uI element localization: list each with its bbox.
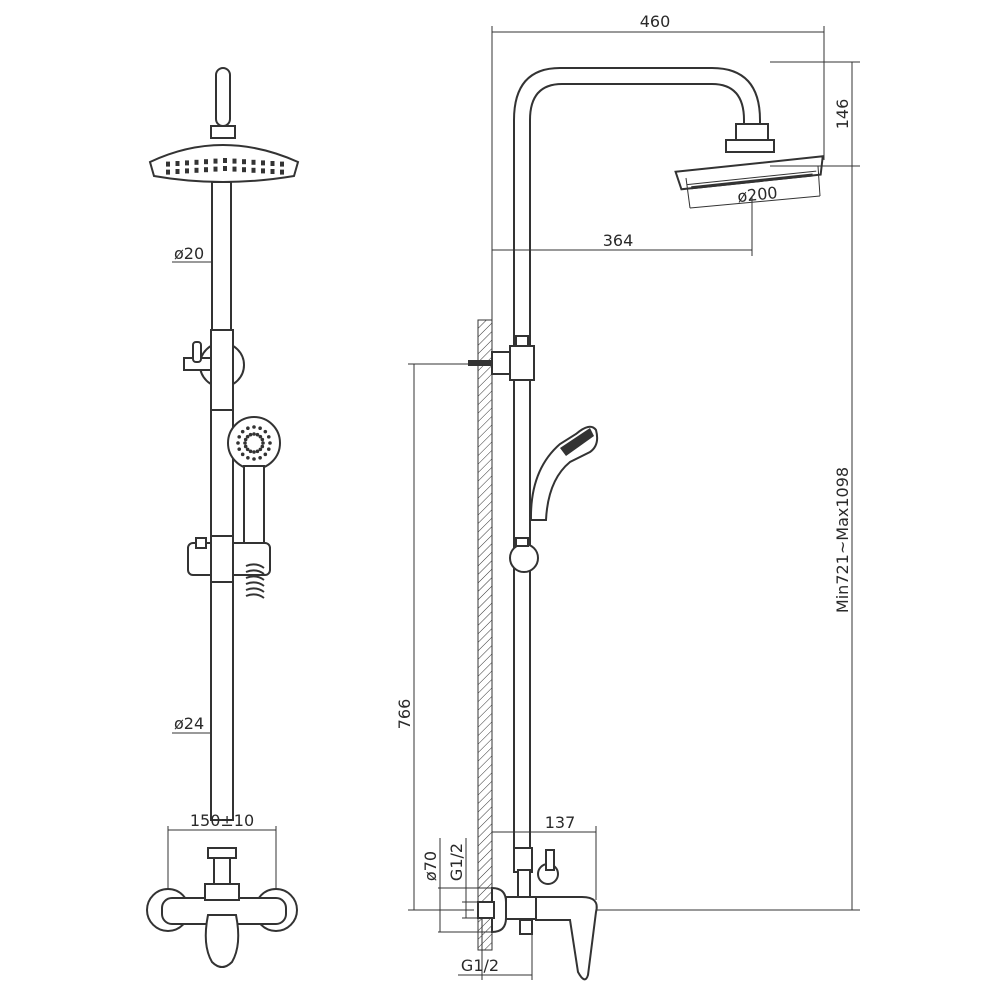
slider-neck-side [515,537,529,547]
dim-mixer-projection: 137 [492,813,597,900]
dim-inlet-diameter: ø70 [421,838,492,933]
inlet-eccentric [477,901,495,919]
dim-bracket-height: 766 [395,363,474,911]
dim-pipe-lower: ø24 [172,714,211,734]
dim-head-diameter: ø200 [685,165,821,209]
dim-head-diameter-label: ø200 [736,183,778,206]
side-lower-riser [513,339,531,851]
dim-mixer-centers-label: 150±10 [190,811,254,830]
side-head-ball [725,139,775,153]
dim-bracket-height-label: 766 [395,699,414,730]
wall-section [477,319,493,951]
dim-height-range-label: Min721~Max1098 [833,467,852,613]
mixer-front [146,847,298,968]
upper-riser-pipe [211,181,232,331]
dim-head-drop-label: 146 [833,99,852,130]
front-view: ø20 ø24 150±10 [146,67,300,968]
dim-total-width: 460 [491,12,825,320]
rain-shower-head-front [148,144,300,183]
mixer-nut-side [505,896,537,920]
slider-knob-side [509,543,539,573]
spout-joint [204,883,240,901]
mixer-valve-side [519,919,533,935]
dim-inlet-thread-lower-label: G1/2 [461,956,499,975]
dim-height-range: Min721~Max1098 [596,166,860,911]
rain-shower-head-side [674,155,824,191]
dim-pipe-upper: ø20 [172,244,212,263]
dim-head-drop: 146 [770,61,860,167]
side-view: 460 146 ø200 364 766 [395,12,860,981]
dim-mixer-centers: 150±10 [167,811,277,888]
shower-head-connector [210,125,236,139]
dim-inlet-thread-upper-label: G1/2 [447,843,466,881]
hand-shower-side [529,425,599,521]
dim-pipe-upper-label: ø20 [174,244,204,263]
wall-bracket-front [183,329,245,411]
dim-inlet-diameter-label: ø70 [421,851,440,881]
dim-inlet-thread-upper: G1/2 [447,838,478,919]
hose-spiral [245,563,265,599]
side-riser-curve [513,67,761,340]
shower-arm-stub [215,67,231,127]
dim-head-reach: 364 [492,196,753,256]
dim-inlet-thread-lower: G1/2 [458,918,533,980]
dim-head-reach-label: 364 [603,231,634,250]
mixer-side [477,847,598,981]
slider-holder-front [187,535,271,583]
dim-pipe-lower-label: ø24 [174,714,204,733]
dim-mixer-projection-label: 137 [545,813,576,832]
diverter-nut [207,847,237,859]
dim-total-width-label: 460 [640,12,671,31]
mixer-lever-side [535,896,598,981]
mixer-lever-front [204,914,240,968]
